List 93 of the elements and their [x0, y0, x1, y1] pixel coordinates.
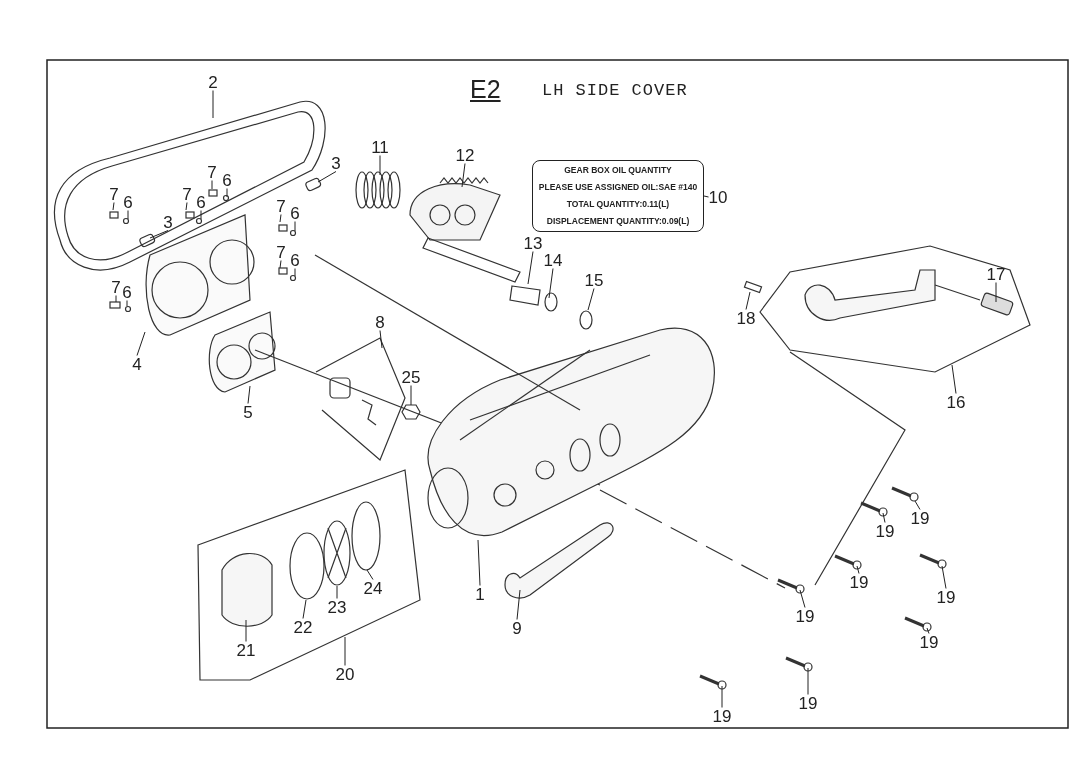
- leader-line: [410, 385, 412, 406]
- leader-line: [548, 268, 554, 299]
- callout-number: 6: [123, 193, 133, 211]
- leader-line: [317, 171, 337, 183]
- leader-line: [461, 163, 466, 188]
- callout-number: 6: [122, 283, 132, 301]
- callout-number: 5: [243, 403, 253, 421]
- callout-number: 15: [584, 271, 604, 289]
- callout-number: 23: [327, 598, 347, 616]
- callout-number: 21: [236, 641, 256, 659]
- callout-number: 1: [475, 585, 485, 603]
- leader-line: [477, 539, 481, 586]
- leader-line: [995, 282, 997, 303]
- callout-number: 19: [919, 633, 939, 651]
- callout-number: 18: [736, 309, 756, 327]
- leader-line: [926, 627, 930, 634]
- callout-number: 7: [111, 278, 121, 296]
- leader-line: [941, 565, 947, 589]
- callout-number: 19: [849, 573, 869, 591]
- leader-line: [294, 221, 296, 232]
- callout-number: 9: [512, 619, 522, 637]
- callout-number: 19: [795, 607, 815, 625]
- leader-line: [245, 619, 247, 642]
- callout-number: 8: [375, 313, 385, 331]
- callout-number: 4: [132, 355, 142, 373]
- leader-line: [136, 331, 146, 356]
- callout-number: 7: [207, 163, 217, 181]
- oil-quantity-label: [532, 160, 704, 232]
- callout-number: 25: [401, 368, 421, 386]
- callout-number: 6: [290, 251, 300, 269]
- callout-number: 7: [276, 197, 286, 215]
- callout-number: 19: [910, 509, 930, 527]
- leader-line: [856, 565, 860, 574]
- leader-line: [279, 214, 282, 223]
- leader-line: [379, 155, 381, 176]
- leader-line: [127, 210, 129, 220]
- leader-line: [527, 251, 534, 285]
- leader-line: [587, 288, 595, 311]
- leader-line: [745, 291, 751, 310]
- label-text-line: GEAR BOX OIL QUANTITY: [564, 165, 672, 176]
- leader-line: [336, 585, 338, 599]
- leader-line: [212, 90, 214, 119]
- leader-line: [112, 202, 115, 211]
- leader-line: [279, 260, 282, 269]
- callout-number: 24: [363, 579, 383, 597]
- leader-line: [882, 512, 886, 523]
- leader-line: [914, 500, 921, 510]
- leader-line: [185, 202, 188, 211]
- label-text-line: TOTAL QUANTITY:0.11(L): [566, 199, 670, 210]
- callout-number: 3: [331, 154, 341, 172]
- callout-number: 7: [182, 185, 192, 203]
- leader-line: [344, 636, 346, 666]
- leader-line: [211, 180, 213, 190]
- diagram-code: E2: [470, 76, 501, 102]
- callout-number: 7: [276, 243, 286, 261]
- leader-line: [807, 667, 809, 695]
- callout-number: 19: [875, 522, 895, 540]
- callout-number: 11: [371, 138, 389, 156]
- callout-number: 6: [290, 204, 300, 222]
- leader-line: [951, 364, 957, 394]
- label-text-line: DISPLACEMENT QUANTITY:0.09(L): [546, 216, 690, 227]
- callout-number: 22: [293, 618, 313, 636]
- callout-number: 14: [543, 251, 563, 269]
- callout-number: 3: [163, 213, 173, 231]
- leader-line: [379, 330, 383, 349]
- callout-number: 17: [986, 265, 1006, 283]
- callout-number: 2: [208, 73, 218, 91]
- diagram-title: LH SIDE COVER: [542, 81, 688, 100]
- leader-line: [516, 589, 521, 620]
- leader-line: [721, 685, 723, 708]
- leader-line: [799, 589, 806, 608]
- leader-line: [226, 188, 228, 198]
- leader-line: [302, 599, 307, 619]
- callout-number: 7: [109, 185, 119, 203]
- callout-number: 13: [523, 234, 543, 252]
- callout-number: 6: [222, 171, 232, 189]
- callout-number: 19: [798, 694, 818, 712]
- leader-line: [200, 210, 202, 220]
- callout-number: 16: [946, 393, 966, 411]
- leader-line: [366, 569, 374, 580]
- leader-line: [149, 230, 169, 239]
- callout-number: 19: [712, 707, 732, 725]
- callout-number: 20: [335, 665, 355, 683]
- label-text-line: PLEASE USE ASSIGNED OIL:SAE #140: [538, 182, 698, 193]
- leader-line: [247, 385, 251, 404]
- callout-number: 19: [936, 588, 956, 606]
- leader-line: [294, 268, 296, 277]
- leader-line: [703, 195, 710, 198]
- leader-line: [115, 295, 117, 303]
- callout-number: 6: [196, 193, 206, 211]
- callout-number: 10: [708, 188, 728, 206]
- callout-number: 12: [455, 146, 475, 164]
- leader-line: [126, 300, 128, 307]
